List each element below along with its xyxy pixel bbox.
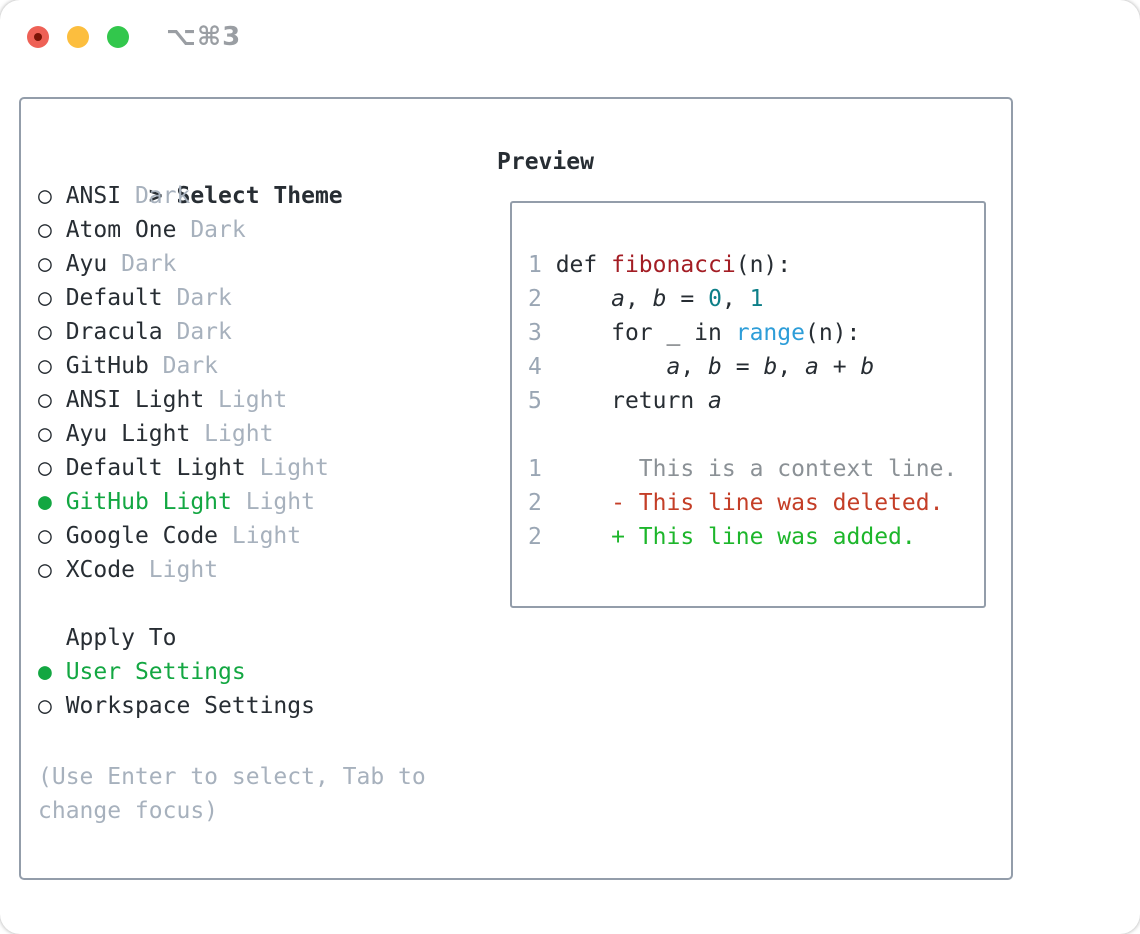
theme-variant-label: Light	[134, 557, 219, 583]
theme-option-atom-one[interactable]: ○ Atom One Dark	[38, 213, 458, 247]
theme-variant-label: Light	[231, 489, 315, 515]
theme-variant-label: Light	[190, 421, 274, 447]
code-line: 2 a, b = 0, 1	[528, 286, 764, 312]
spacer	[528, 214, 984, 248]
radio-icon: ○	[38, 353, 52, 379]
theme-option-github[interactable]: ○ GitHub Dark	[38, 349, 458, 383]
theme-option-github-light[interactable]: ● GitHub Light Light	[38, 485, 458, 519]
theme-variant-label: Dark	[148, 353, 219, 379]
theme-variant-label: Light	[245, 455, 329, 481]
theme-variant-label: Dark	[121, 183, 191, 209]
code-line: 3 for _ in range(n):	[528, 320, 861, 346]
theme-name: Dracula	[65, 319, 163, 345]
line-number: 2	[528, 490, 542, 516]
diff-line-context: 1 This is a context line.	[528, 456, 958, 482]
apply-to-list: ● User Settings ○ Workspace Settings	[38, 655, 458, 723]
apply-option-label: User Settings	[65, 659, 246, 685]
theme-name: XCode	[65, 557, 135, 583]
radio-icon: ○	[38, 285, 52, 311]
close-dot-icon	[34, 33, 42, 41]
apply-to-header: Apply To	[65, 625, 177, 651]
theme-variant-label: Dark	[107, 251, 177, 277]
spacer	[528, 418, 984, 452]
radio-selected-icon: ●	[38, 489, 52, 515]
line-number: 5	[528, 388, 542, 414]
theme-variant-label: Light	[204, 387, 288, 413]
select-theme-header: > Select Theme	[38, 145, 458, 209]
spacer	[38, 587, 458, 621]
line-number: 2	[528, 524, 542, 550]
theme-option-default[interactable]: ○ Default Dark	[38, 281, 458, 315]
hint-text: (Use Enter to select, Tab to change focu…	[38, 764, 426, 824]
cursor-icon: >	[148, 183, 163, 209]
theme-option-ansi[interactable]: ○ ANSI Dark	[38, 179, 458, 213]
apply-option-user-settings[interactable]: ● User Settings	[38, 655, 458, 689]
theme-option-ayu[interactable]: ○ Ayu Dark	[38, 247, 458, 281]
theme-name: Atom One	[65, 217, 177, 243]
diff-line-added: 2 + This line was added.	[528, 524, 916, 550]
theme-option-dracula[interactable]: ○ Dracula Dark	[38, 315, 458, 349]
line-number: 2	[528, 286, 542, 312]
theme-variant-label: Dark	[176, 217, 246, 243]
radio-icon: ○	[38, 455, 52, 481]
radio-icon: ○	[38, 523, 52, 549]
maximize-button[interactable]	[107, 26, 129, 48]
theme-option-google-code[interactable]: ○ Google Code Light	[38, 519, 458, 553]
radio-icon: ○	[38, 557, 52, 583]
select-theme-title: Select Theme	[176, 183, 343, 209]
theme-option-ansi-light[interactable]: ○ ANSI Light Light	[38, 383, 458, 417]
theme-option-xcode[interactable]: ○ XCode Light	[38, 553, 458, 587]
radio-icon: ○	[38, 693, 52, 719]
radio-icon: ○	[38, 387, 52, 413]
line-number: 3	[528, 320, 542, 346]
diff-block: 1 This is a context line. 2 - This line w…	[528, 452, 984, 554]
code-line: 4 a, b = b, a + b	[528, 354, 875, 380]
theme-name: Google Code	[65, 523, 219, 549]
theme-name: Ayu Light	[65, 421, 191, 447]
radio-icon: ○	[38, 319, 52, 345]
radio-selected-icon: ●	[38, 659, 52, 685]
minimize-button[interactable]	[67, 26, 89, 48]
line-number: 1	[528, 252, 542, 278]
close-button[interactable]	[27, 26, 49, 48]
line-number: 1	[528, 456, 542, 482]
radio-icon: ○	[38, 183, 52, 209]
theme-name: GitHub	[65, 353, 149, 379]
titlebar	[27, 26, 129, 48]
apply-option-workspace-settings[interactable]: ○ Workspace Settings	[38, 689, 458, 723]
theme-variant-label: Dark	[162, 285, 232, 311]
theme-name: Default	[65, 285, 163, 311]
preview-title: Preview	[497, 149, 594, 175]
theme-menu: > Select Theme ○ ANSI Dark ○ Atom One Dark ○ A…	[38, 145, 458, 828]
theme-list: ○ ANSI Dark ○ Atom One Dark ○ Ayu Dark ○ Defaul…	[38, 179, 458, 587]
theme-name: Ayu	[65, 251, 108, 277]
radio-icon: ○	[38, 251, 52, 277]
theme-option-default-light[interactable]: ○ Default Light Light	[38, 451, 458, 485]
theme-name: GitHub Light	[65, 489, 232, 515]
theme-dialog: > Select Theme ○ ANSI Dark ○ Atom One Dark ○ A…	[19, 97, 1013, 880]
code-line: 5 return a	[528, 388, 722, 414]
theme-name: ANSI Light	[65, 387, 205, 413]
theme-name: ANSI	[65, 183, 122, 209]
radio-icon: ○	[38, 217, 52, 243]
theme-option-ayu-light[interactable]: ○ Ayu Light Light	[38, 417, 458, 451]
theme-name: Default Light	[65, 455, 246, 481]
line-number: 4	[528, 354, 542, 380]
apply-option-label: Workspace Settings	[65, 693, 315, 719]
theme-variant-label: Light	[218, 523, 302, 549]
diff-line-deleted: 2 - This line was deleted.	[528, 490, 944, 516]
theme-variant-label: Dark	[162, 319, 232, 345]
radio-icon: ○	[38, 421, 52, 447]
window-title: ⌥⌘3	[166, 22, 242, 52]
